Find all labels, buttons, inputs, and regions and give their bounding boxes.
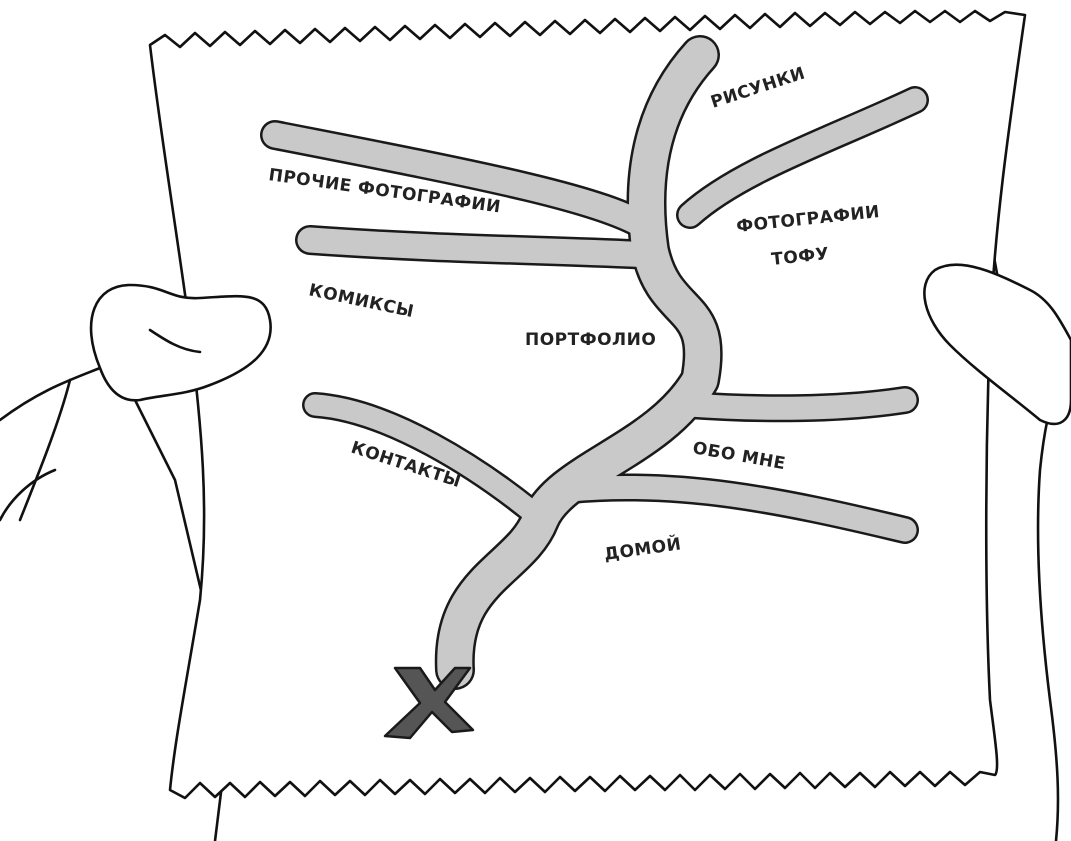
label-portfolio[interactable]: ПОРТФОЛИО <box>525 330 656 350</box>
